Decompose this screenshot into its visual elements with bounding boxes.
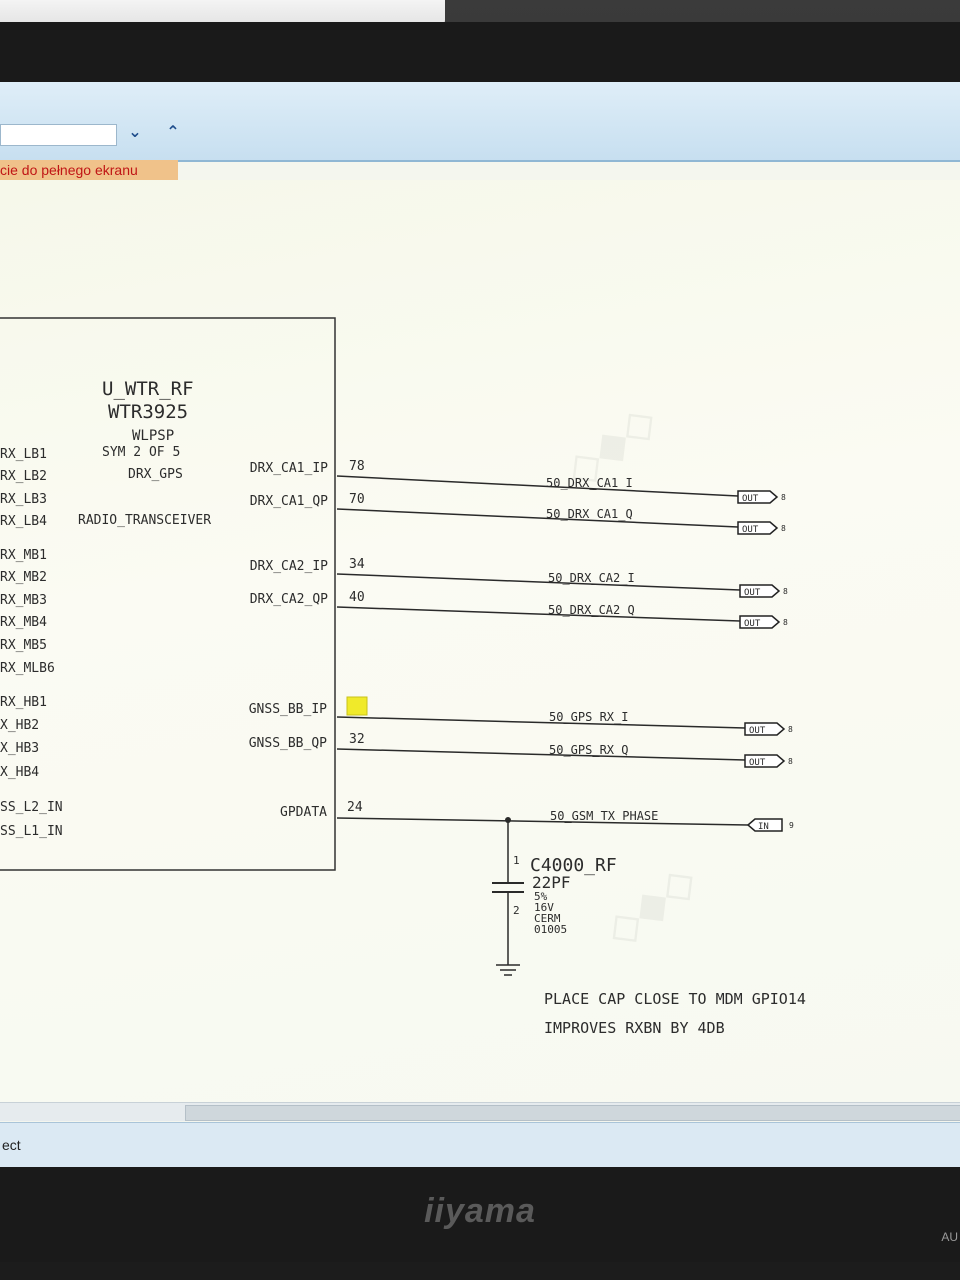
scrollbar-thumb[interactable] bbox=[185, 1105, 960, 1121]
junction-dot bbox=[505, 817, 511, 823]
port-out-marker[interactable]: OUT 8 bbox=[744, 754, 793, 768]
component-package: WLPSP bbox=[132, 428, 174, 444]
sheet-ref: 8 bbox=[788, 757, 793, 766]
sheet-ref: 8 bbox=[781, 524, 786, 533]
net-name: 50_GPS_RX_Q bbox=[549, 743, 628, 757]
monitor-corner-label: AU bbox=[941, 1230, 958, 1244]
right-pin-label: GPDATA bbox=[280, 805, 327, 820]
monitor-bezel: ⌄ ⌃ cie do pełnego ekranu ◇◆◇ ◇◆◇ U_WTR_… bbox=[0, 22, 960, 1262]
capacitor-symbol[interactable] bbox=[492, 882, 524, 893]
sheet-ref: 8 bbox=[781, 493, 786, 502]
sheet-ref: 8 bbox=[788, 725, 793, 734]
net-name: 50_GPS_RX_I bbox=[549, 710, 628, 724]
component-refdes: U_WTR_RF bbox=[102, 378, 194, 400]
left-pin-label: RX_LB4 bbox=[0, 514, 47, 529]
pin-number: 32 bbox=[349, 732, 365, 747]
capacitor-pin2: 2 bbox=[513, 904, 520, 917]
previous-result-button[interactable]: ⌃ bbox=[166, 122, 180, 141]
sheet-ref: 8 bbox=[783, 587, 788, 596]
left-pin-label: RX_LB1 bbox=[0, 447, 47, 462]
port-direction-label: OUT bbox=[749, 726, 766, 736]
component-group-label: DRX_GPS bbox=[128, 467, 183, 482]
right-pin-label: DRX_CA2_QP bbox=[250, 592, 328, 607]
left-pin-label: X_HB4 bbox=[0, 765, 39, 780]
port-direction-label: OUT bbox=[742, 494, 759, 504]
design-note-line2: IMPROVES RXBN BY 4DB bbox=[544, 1019, 725, 1037]
left-pin-label: RX_MB2 bbox=[0, 570, 47, 585]
left-pin-label: RX_MB4 bbox=[0, 615, 47, 630]
net-name: 50_DRX_CA1_Q bbox=[546, 507, 633, 521]
component-symbol-index: SYM 2 OF 5 bbox=[102, 445, 180, 460]
next-result-button[interactable]: ⌄ bbox=[128, 122, 142, 141]
port-out-marker[interactable]: OUT 8 bbox=[737, 521, 786, 535]
capacitor-size: 01005 bbox=[534, 923, 567, 936]
port-out-marker[interactable]: OUT 8 bbox=[739, 584, 788, 598]
pin-number: 40 bbox=[349, 590, 365, 605]
port-direction-label: OUT bbox=[749, 758, 766, 768]
pin-number: 78 bbox=[349, 459, 365, 474]
right-pin-label: GNSS_BB_QP bbox=[249, 736, 327, 751]
right-pin-label: DRX_CA2_IP bbox=[250, 559, 328, 574]
schematic-canvas[interactable]: ◇◆◇ ◇◆◇ U_WTR_RF WTR3925 WLPSP SYM 2 OF … bbox=[0, 180, 960, 1110]
left-pin-label: RX_MLB6 bbox=[0, 661, 55, 676]
port-direction-label: OUT bbox=[742, 525, 759, 535]
port-out-marker[interactable]: OUT 8 bbox=[744, 722, 793, 736]
design-note-line1: PLACE CAP CLOSE TO MDM GPIO14 bbox=[544, 990, 806, 1008]
sheet-ref: 9 bbox=[789, 821, 794, 830]
left-pin-label: X_HB2 bbox=[0, 718, 39, 733]
right-pin-label: GNSS_BB_IP bbox=[249, 702, 327, 717]
schematic-drawing: U_WTR_RF WTR3925 WLPSP SYM 2 OF 5 DRX_GP… bbox=[0, 317, 806, 1037]
left-pin-label: RX_MB3 bbox=[0, 593, 47, 608]
capacitor-value: 22PF bbox=[532, 873, 571, 892]
search-input[interactable] bbox=[0, 124, 117, 146]
capacitor-pin1: 1 bbox=[513, 854, 520, 867]
net-wires bbox=[336, 475, 749, 976]
capacitor-dielectric: CERM bbox=[534, 912, 561, 925]
net-name: 50_GSM_TX_PHASE bbox=[550, 809, 658, 823]
component-function: RADIO_TRANSCEIVER bbox=[78, 513, 211, 528]
left-pin-label: SS_L2_IN bbox=[0, 800, 63, 815]
fullscreen-hint[interactable]: cie do pełnego ekranu bbox=[0, 160, 178, 180]
left-pin-label: RX_HB1 bbox=[0, 695, 47, 710]
port-direction-label: IN bbox=[758, 822, 769, 832]
capacitor-refdes: C4000_RF bbox=[530, 855, 617, 876]
left-pin-labels: RX_LB1 RX_LB2 RX_LB3 RX_LB4 RX_MB1 RX_MB… bbox=[0, 447, 63, 839]
left-pin-label: X_HB3 bbox=[0, 741, 39, 756]
status-bar: ect bbox=[0, 1122, 960, 1167]
left-pin-label: RX_LB3 bbox=[0, 492, 47, 507]
monitor-brand-logo: iiyama bbox=[424, 1192, 536, 1230]
status-text: ect bbox=[2, 1137, 21, 1153]
component-body bbox=[0, 317, 336, 871]
left-pin-label: RX_LB2 bbox=[0, 469, 47, 484]
net-name: 50_DRX_CA2_I bbox=[548, 571, 635, 585]
pin-number: 24 bbox=[347, 800, 363, 815]
right-pin-label: DRX_CA1_QP bbox=[250, 494, 328, 509]
capacitor-tolerance: 5% bbox=[534, 890, 548, 903]
screen: ⌄ ⌃ cie do pełnego ekranu ◇◆◇ ◇◆◇ U_WTR_… bbox=[0, 82, 960, 1167]
port-direction-label: OUT bbox=[744, 619, 761, 629]
net-name: 50_DRX_CA1_I bbox=[546, 476, 633, 490]
sheet-ref: 8 bbox=[783, 618, 788, 627]
right-pin-label: DRX_CA1_IP bbox=[250, 461, 328, 476]
left-pin-label: RX_MB5 bbox=[0, 638, 47, 653]
horizontal-scrollbar[interactable] bbox=[0, 1102, 960, 1121]
left-pin-label: SS_L1_IN bbox=[0, 824, 63, 839]
component-part: WTR3925 bbox=[108, 401, 188, 423]
net-name: 50_DRX_CA2_Q bbox=[548, 603, 635, 617]
pin-number: 34 bbox=[349, 557, 365, 572]
viewer-toolbar: ⌄ ⌃ bbox=[0, 82, 960, 162]
pin-number: 70 bbox=[349, 492, 365, 507]
port-direction-label: OUT bbox=[744, 588, 761, 598]
port-in-marker[interactable]: IN 9 bbox=[746, 818, 794, 832]
port-out-marker[interactable]: OUT 8 bbox=[737, 490, 786, 504]
selection-highlight[interactable] bbox=[346, 696, 368, 716]
left-pin-label: RX_MB1 bbox=[0, 548, 47, 563]
capacitor-voltage: 16V bbox=[534, 901, 554, 914]
port-out-marker[interactable]: OUT 8 bbox=[739, 615, 788, 629]
